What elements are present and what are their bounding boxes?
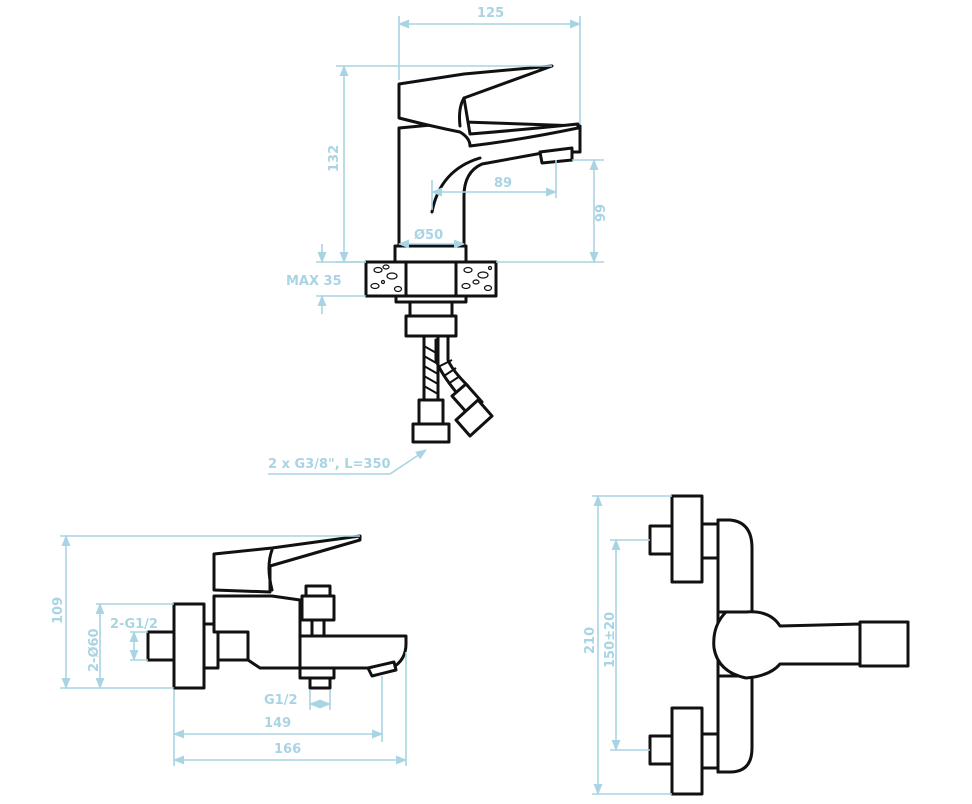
dim-bath-height-109: 109 — [51, 597, 66, 624]
dim-max-35: MAX 35 — [286, 274, 342, 289]
front-body — [716, 518, 754, 614]
bath-mixer-front-view: 210 150±20 — [583, 494, 910, 796]
dim-spout-height-99: 99 — [594, 204, 609, 222]
dim-width-125: 125 — [477, 6, 504, 21]
mount-nut-top — [408, 300, 454, 318]
front-lever — [712, 610, 862, 680]
bath-mixer-side-view: 109 2-Ø60 2-G1/2 G1/2 149 166 — [51, 534, 408, 766]
mount-tube — [404, 260, 458, 298]
lever-handle — [397, 64, 580, 148]
escutcheon-bottom — [670, 706, 704, 796]
escutcheon-top — [670, 494, 704, 584]
bath-aerator — [366, 660, 398, 678]
dim-outlet-thread: G1/2 — [264, 693, 298, 708]
connector — [216, 630, 250, 662]
dim-inlet-thread: 2-G1/2 — [110, 617, 158, 632]
dim-inlet-diameter: 2-Ø60 — [87, 628, 102, 672]
supply-hoses — [411, 334, 494, 444]
escutcheon — [172, 602, 206, 690]
base-ring — [393, 244, 468, 264]
bath-lever — [212, 534, 362, 594]
spout-inner-edge — [430, 156, 482, 214]
outlet — [308, 676, 332, 690]
dim-reach-89: 89 — [494, 176, 512, 191]
dim-reach-149: 149 — [264, 716, 291, 731]
dim-height-132: 132 — [327, 145, 342, 172]
dim-spacing: 150±20 — [603, 612, 618, 668]
countertop-left — [364, 260, 408, 298]
countertop-right — [454, 260, 498, 298]
mount-nut — [404, 314, 458, 338]
basin-mixer-side-view: 125 132 89 99 Ø50 MAX 35 2 x G3/8", L=35… — [268, 6, 609, 475]
dim-base-diameter: Ø50 — [414, 228, 443, 243]
inlet-pipe — [146, 630, 176, 662]
dim-reach-166: 166 — [274, 742, 301, 757]
dim-hoses: 2 x G3/8", L=350 — [268, 457, 391, 472]
dim-total-height-210: 210 — [583, 627, 598, 654]
